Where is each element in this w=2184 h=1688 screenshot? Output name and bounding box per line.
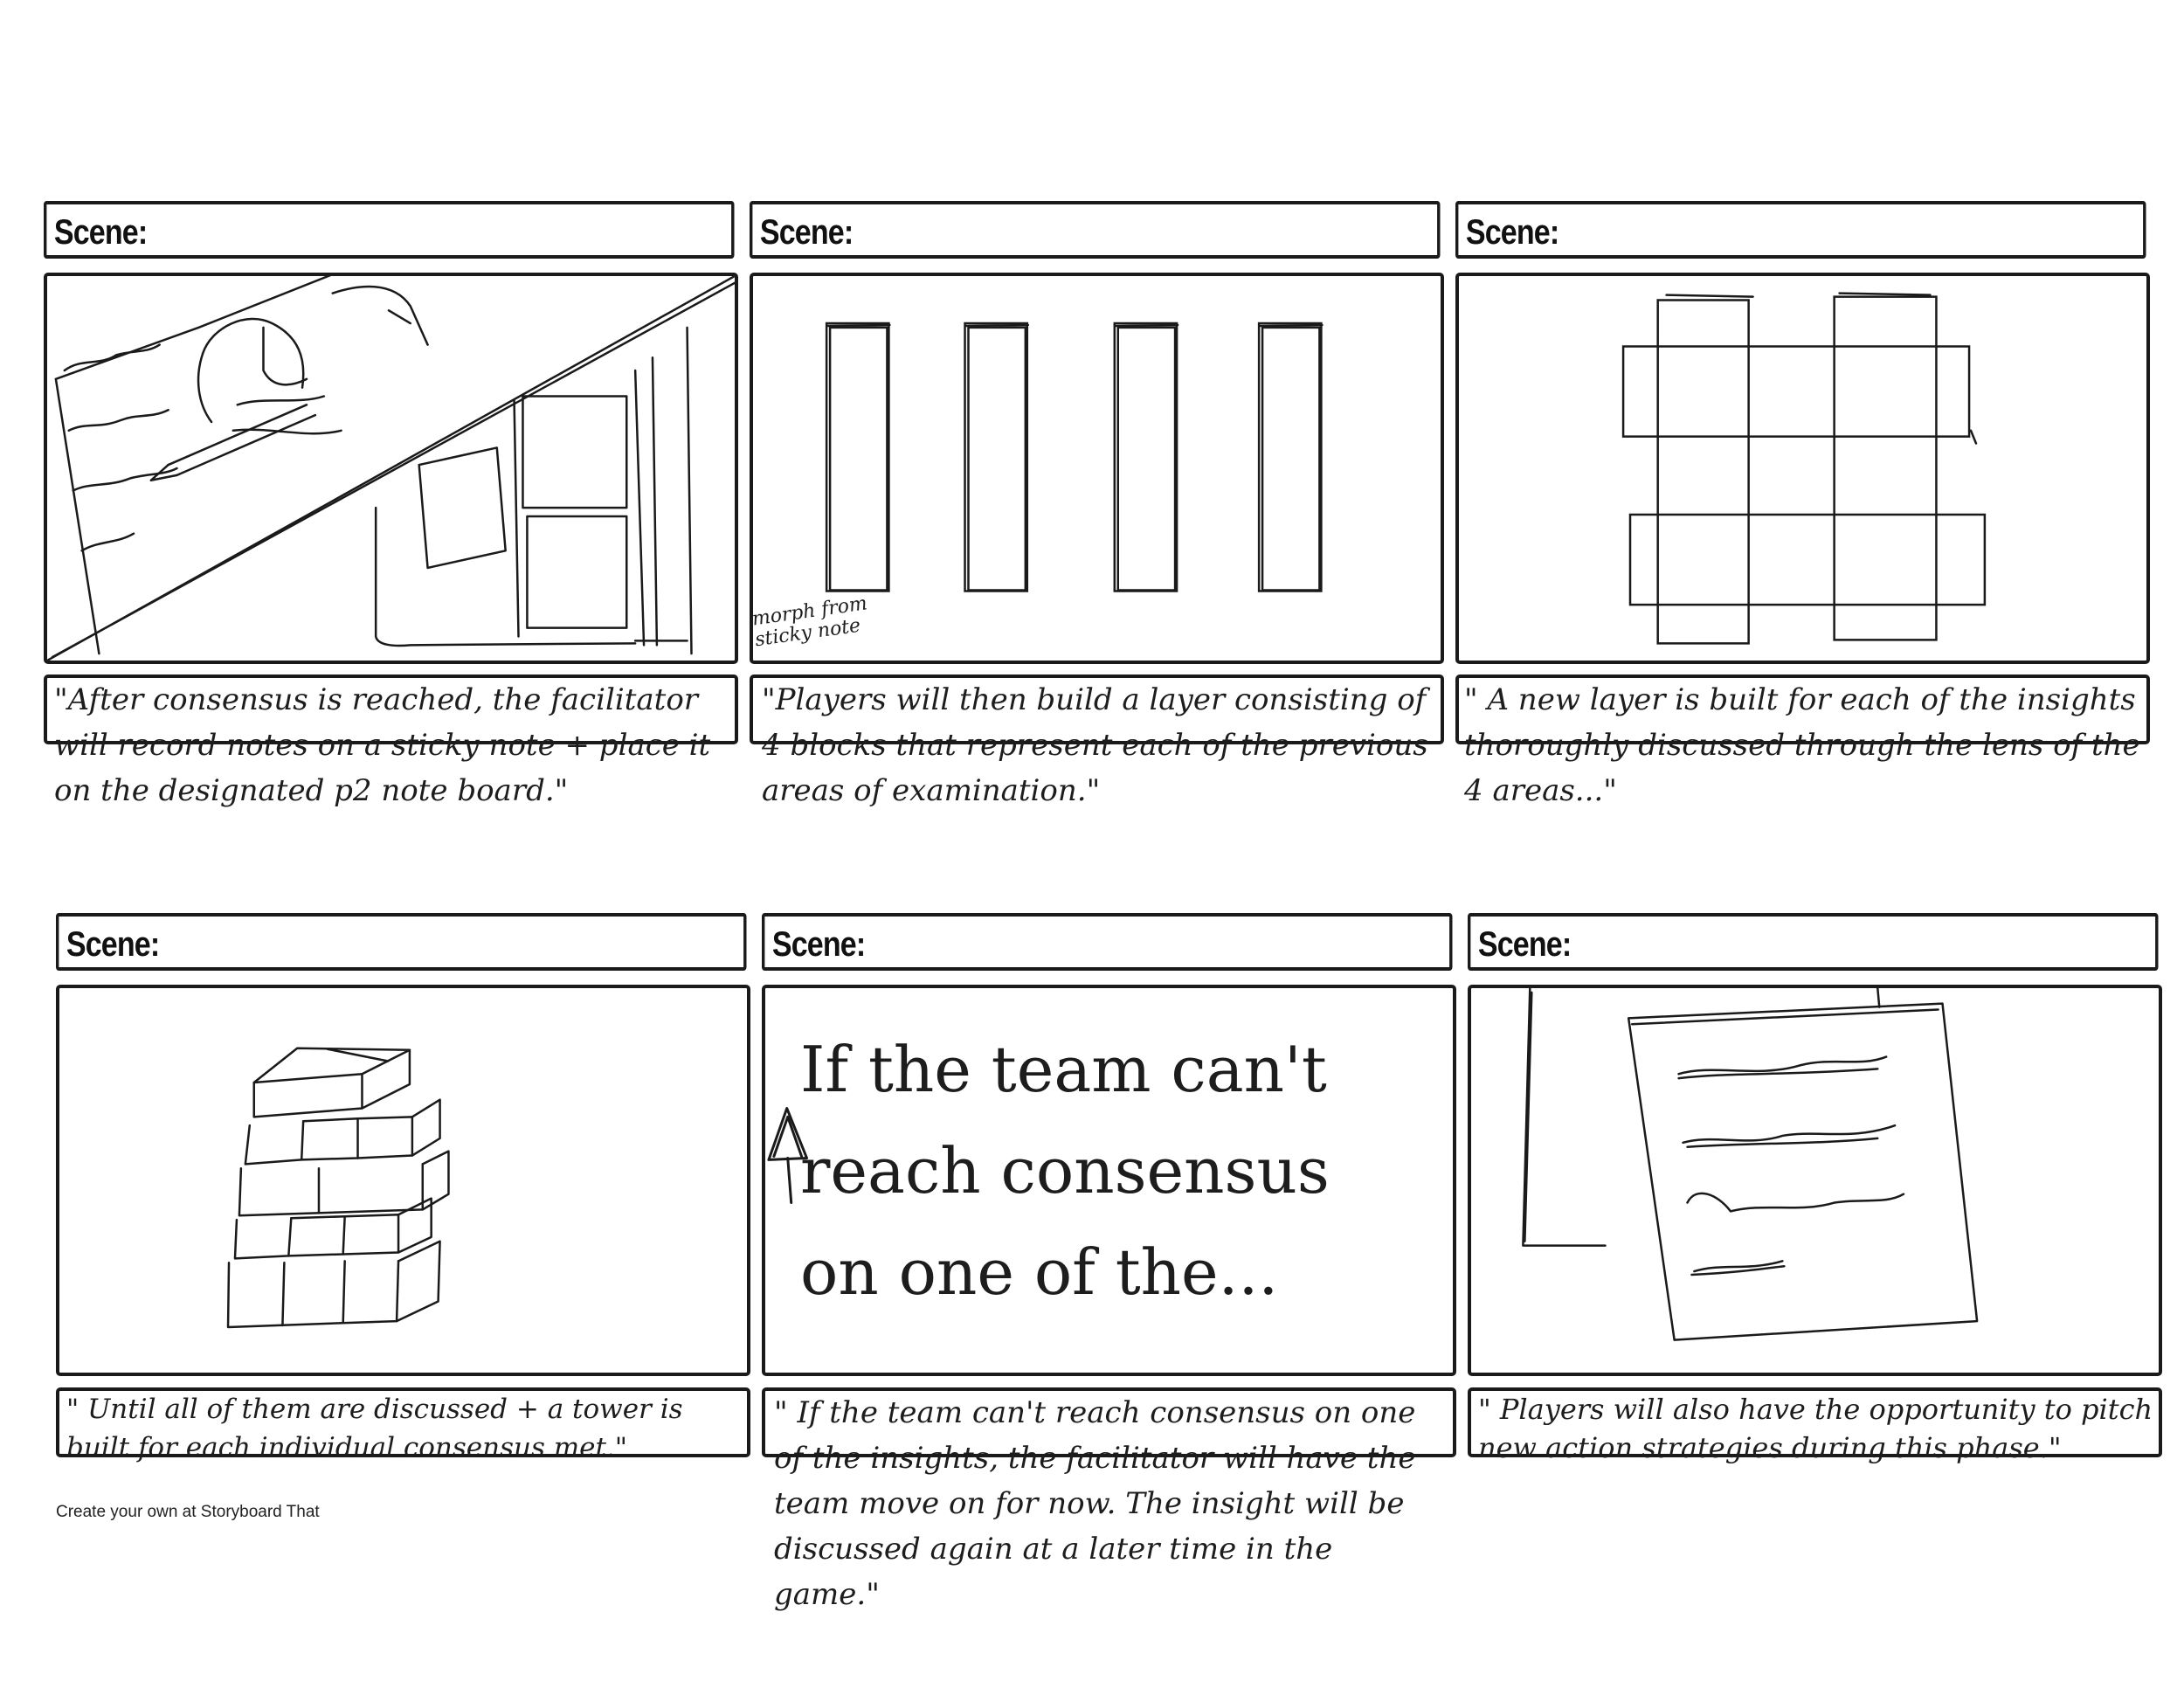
caption-3: " A new layer is built for each of the i…	[1464, 682, 2140, 808]
caption-box-2	[750, 675, 1444, 744]
footer-attribution: Create your own at Storyboard That	[56, 1503, 320, 1521]
caption-box-1	[44, 675, 738, 744]
frame-2-four-blocks-sketch	[750, 273, 1444, 664]
caption-2: "Players will then build a layer consist…	[762, 682, 1428, 808]
scene-label-2: Scene:	[750, 201, 1441, 259]
caption-6: " Players will also have the opportunity…	[1478, 1393, 2153, 1464]
four-blocks-sketch	[753, 276, 1441, 661]
scene-label-5: Scene:	[762, 913, 1453, 971]
block-tower-sketch	[59, 988, 747, 1373]
note-board-sketch	[1471, 988, 2159, 1373]
caption-5: " If the team can't reach consensus on o…	[774, 1395, 1416, 1612]
caption-box-3	[1455, 675, 2150, 744]
caption-box-5	[762, 1387, 1456, 1457]
frame-3-layer-grid-sketch	[1455, 273, 2150, 664]
scene-label-1: Scene:	[44, 201, 735, 259]
caption-box-6	[1468, 1387, 2162, 1457]
layer-grid-sketch	[1459, 276, 2146, 661]
scene-label-4: Scene:	[56, 913, 747, 971]
up-arrow-icon	[765, 988, 1453, 1373]
caption-box-4	[56, 1387, 750, 1457]
hands-writing-sketch	[47, 276, 735, 661]
caption-4: " Until all of them are discussed + a to…	[66, 1394, 683, 1463]
frame-5-drawing-text: If the team can't reach consensus on one…	[800, 1033, 1330, 1309]
frame-1-sticky-note-sketch	[44, 273, 738, 664]
frame-5-text-sketch: If the team can't reach consensus on one…	[762, 985, 1456, 1376]
frame-6-note-sketch	[1468, 985, 2162, 1376]
frame-4-tower-sketch	[56, 985, 750, 1376]
caption-1: "After consensus is reached, the facilit…	[54, 682, 711, 808]
scene-label-6: Scene:	[1468, 913, 2159, 971]
scene-label-3: Scene:	[1455, 201, 2146, 259]
